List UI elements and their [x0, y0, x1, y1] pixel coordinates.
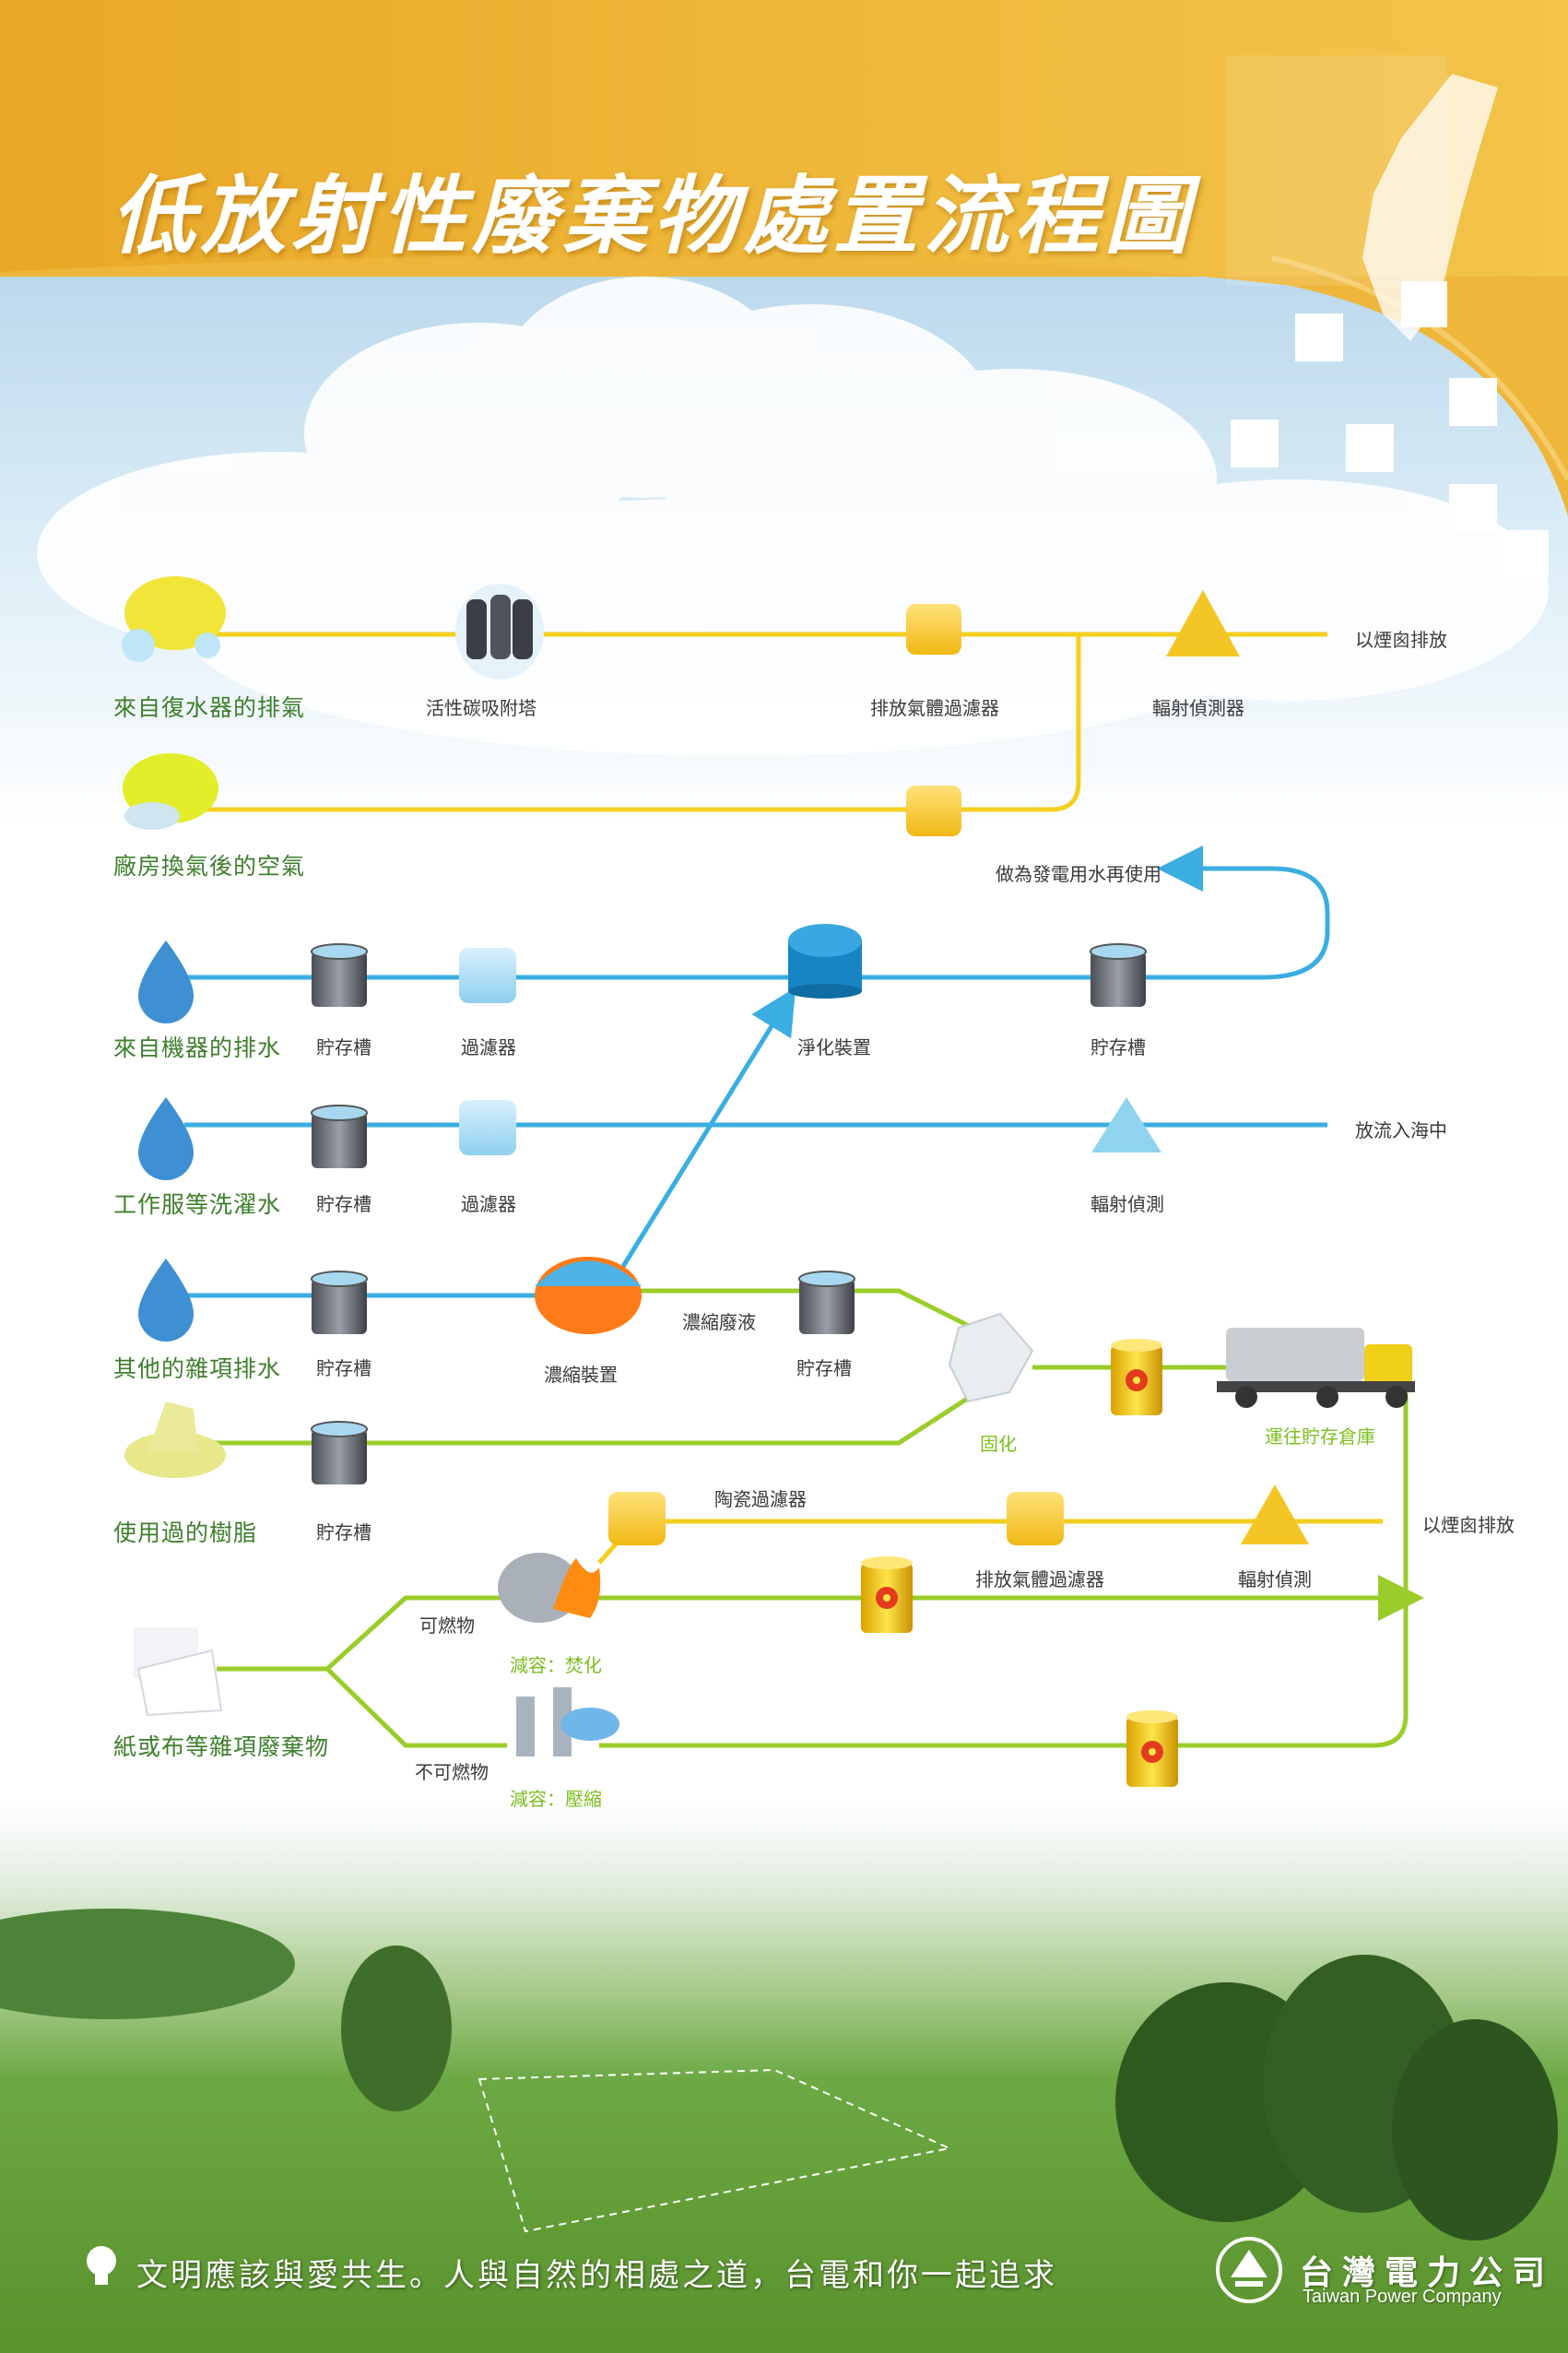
storage-tank-icon: [311, 1105, 368, 1169]
deco-squares: [1231, 281, 1549, 578]
exhaust-filter-icon: [906, 604, 961, 655]
solid-lines: [212, 1288, 1424, 1748]
deco-square: [1226, 55, 1447, 286]
title-banner: [0, 0, 1568, 277]
banner-curve-edge: [1271, 255, 1568, 481]
exhaust-filter-2-icon: [906, 786, 961, 836]
compactor-icon: [516, 1687, 619, 1756]
label-compress: 減容：壓縮: [510, 1788, 602, 1810]
waste-barrel-icon: [861, 1556, 913, 1633]
label-incinerate: 減容：焚化: [510, 1654, 602, 1676]
label-storage-tank: 貯存槽: [1091, 1036, 1146, 1058]
waste-barrel-icon: [1126, 1710, 1178, 1787]
radiation-detect-2-icon: [1241, 1484, 1309, 1544]
label-reuse: 做為發電用水再使用: [996, 863, 1161, 885]
condenser-exhaust-icon: [122, 576, 226, 662]
water-drop-icon: [138, 940, 194, 1023]
trees: [0, 1909, 1558, 2241]
label-condenser-exhaust: 來自復水器的排氣: [113, 694, 306, 721]
label-misc-drain: 其他的雜項排水: [113, 1355, 282, 1382]
company-name: 台灣電力公司: [1300, 2253, 1555, 2292]
storage-tank-icon: [311, 943, 368, 1008]
page-title: 低放射性廢棄物處置流程圖: [111, 167, 1196, 266]
storage-tank-icon: [1090, 943, 1147, 1008]
label-filter: 過濾器: [461, 1193, 516, 1215]
air-lines: [184, 632, 1327, 812]
label-storage-tank: 貯存槽: [316, 1036, 371, 1058]
label-sea-discharge: 放流入海中: [1355, 1119, 1447, 1141]
label-purifier: 淨化裝置: [797, 1036, 871, 1058]
label-storage-tank: 貯存槽: [796, 1357, 852, 1379]
truck-icon: [1217, 1328, 1415, 1408]
storage-tank-icon: [311, 1271, 368, 1335]
water-filter-icon: [459, 948, 516, 1003]
label-paper-cloth: 紙或布等雜項廢棄物: [113, 1733, 330, 1760]
radiation-detect-icon: [1091, 1097, 1161, 1153]
water-drop-icon: [138, 1097, 194, 1180]
label-carbon-tower: 活性碳吸附塔: [426, 697, 536, 719]
label-laundry-water: 工作服等洗濯水: [113, 1191, 282, 1218]
label-building-air: 廠房換氣後的空氣: [113, 853, 306, 880]
solidify-icon: [948, 1312, 1034, 1403]
radiation-detector-icon: [1166, 590, 1240, 656]
resin-icon: [124, 1401, 226, 1478]
purifier-icon: [788, 924, 862, 999]
label-solidify: 固化: [980, 1433, 1017, 1455]
label-transport: 運往貯存倉庫: [1265, 1425, 1375, 1448]
label-filter: 過濾器: [461, 1036, 516, 1058]
bulb-icon: [87, 2246, 116, 2285]
label-stack-release: 以煙囪排放: [1355, 629, 1447, 651]
slogan: 文明應該與愛共生。人與自然的相處之道，台電和你一起追求: [136, 2257, 1057, 2294]
incinerator-icon: [498, 1553, 601, 1623]
taipower-logo-icon: [1216, 2237, 1282, 2303]
exhaust-filter-3-icon: [1007, 1492, 1064, 1545]
label-combustible: 可燃物: [419, 1614, 475, 1637]
storage-tank-icon: [798, 1271, 855, 1335]
paper-cloth-icon: [134, 1627, 223, 1717]
label-storage-tank: 貯存槽: [316, 1521, 371, 1543]
water-filter-icon: [459, 1100, 516, 1155]
label-ceramic-filter: 陶瓷過濾器: [714, 1488, 807, 1510]
site-outline: [477, 2068, 953, 2233]
taiwan-map-icon: [1362, 74, 1498, 341]
storage-tank-icon: [311, 1421, 368, 1485]
label-concentrated-liquid: 濃縮廢液: [682, 1311, 756, 1333]
water-drop-icon: [138, 1259, 194, 1342]
label-resin: 使用過的樹脂: [113, 1519, 258, 1546]
clouds: [37, 277, 1549, 756]
company-name-en: Taiwan Power Company: [1303, 2287, 1502, 2307]
label-stack-release: 以煙囪排放: [1422, 1514, 1515, 1536]
ceramic-filter-icon: [608, 1492, 666, 1545]
waste-barrel-icon: [1111, 1339, 1162, 1415]
label-concentrator: 濃縮裝置: [544, 1364, 618, 1386]
label-machine-drain: 來自機器的排水: [113, 1035, 282, 1061]
concentrator-icon: [535, 1257, 642, 1334]
label-radiation-detect: 輻射偵測: [1091, 1193, 1164, 1215]
label-radiation-detector: 輻射偵測器: [1152, 697, 1244, 719]
label-storage-tank: 貯存槽: [316, 1357, 371, 1379]
label-radiation-detect: 輻射偵測: [1238, 1568, 1312, 1590]
label-exhaust-filter: 排放氣體過濾器: [975, 1568, 1104, 1590]
building-air-icon: [123, 753, 218, 830]
label-noncombustible: 不可燃物: [415, 1761, 489, 1783]
label-storage-tank: 貯存槽: [316, 1193, 371, 1215]
carbon-tower-icon: [455, 584, 544, 680]
label-exhaust-filter: 排放氣體過濾器: [870, 697, 999, 719]
